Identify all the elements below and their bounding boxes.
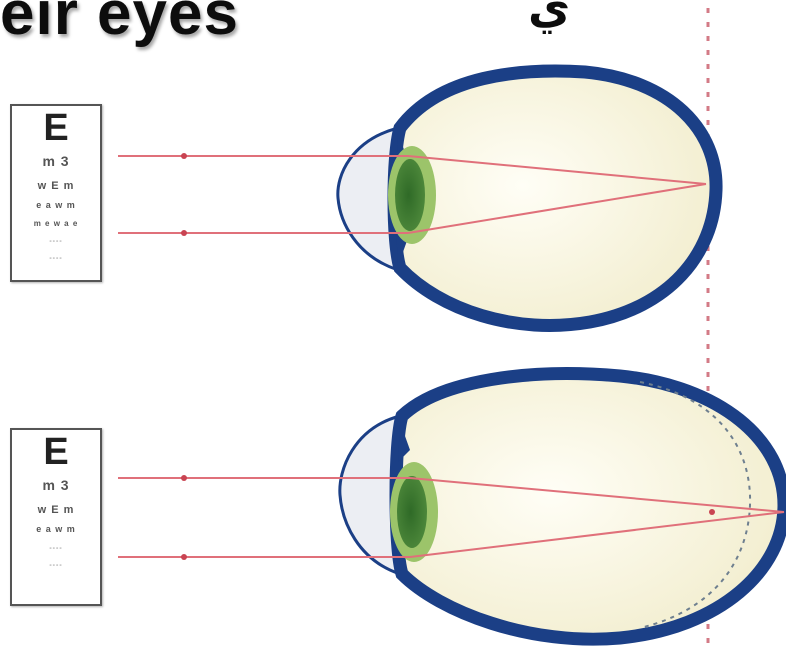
chart-row: e a w m xyxy=(12,522,100,537)
lens-inner xyxy=(395,159,425,231)
eye-diagram-normal xyxy=(118,71,716,325)
chart-row: w E m xyxy=(12,179,100,194)
eyeball xyxy=(394,71,716,325)
chart-letter-large: E xyxy=(12,108,100,148)
chart-letter-large: E xyxy=(12,432,100,472)
focal-point xyxy=(709,509,715,515)
chart-row: m 3 xyxy=(12,478,100,493)
eye-chart-icon: E m 3 w E m e a w m m e w a e ---- ---- xyxy=(10,104,102,282)
chart-row: w E m xyxy=(12,503,100,518)
ray-arrow xyxy=(181,475,187,481)
lens-inner xyxy=(397,476,427,548)
ray-arrow xyxy=(181,153,187,159)
ray-arrow xyxy=(181,230,187,236)
ray-arrow xyxy=(181,554,187,560)
eye-chart-icon: E m 3 w E m e a w m ---- ---- xyxy=(10,428,102,606)
chart-row: ---- xyxy=(12,251,100,266)
chart-row: ---- xyxy=(12,234,100,249)
chart-row: m e w a e xyxy=(12,216,100,231)
chart-row: ---- xyxy=(12,558,100,573)
chart-row: m 3 xyxy=(12,154,100,169)
chart-row: e a w m xyxy=(12,198,100,213)
eye-diagram-elongated xyxy=(118,374,784,640)
chart-row: ---- xyxy=(12,541,100,556)
